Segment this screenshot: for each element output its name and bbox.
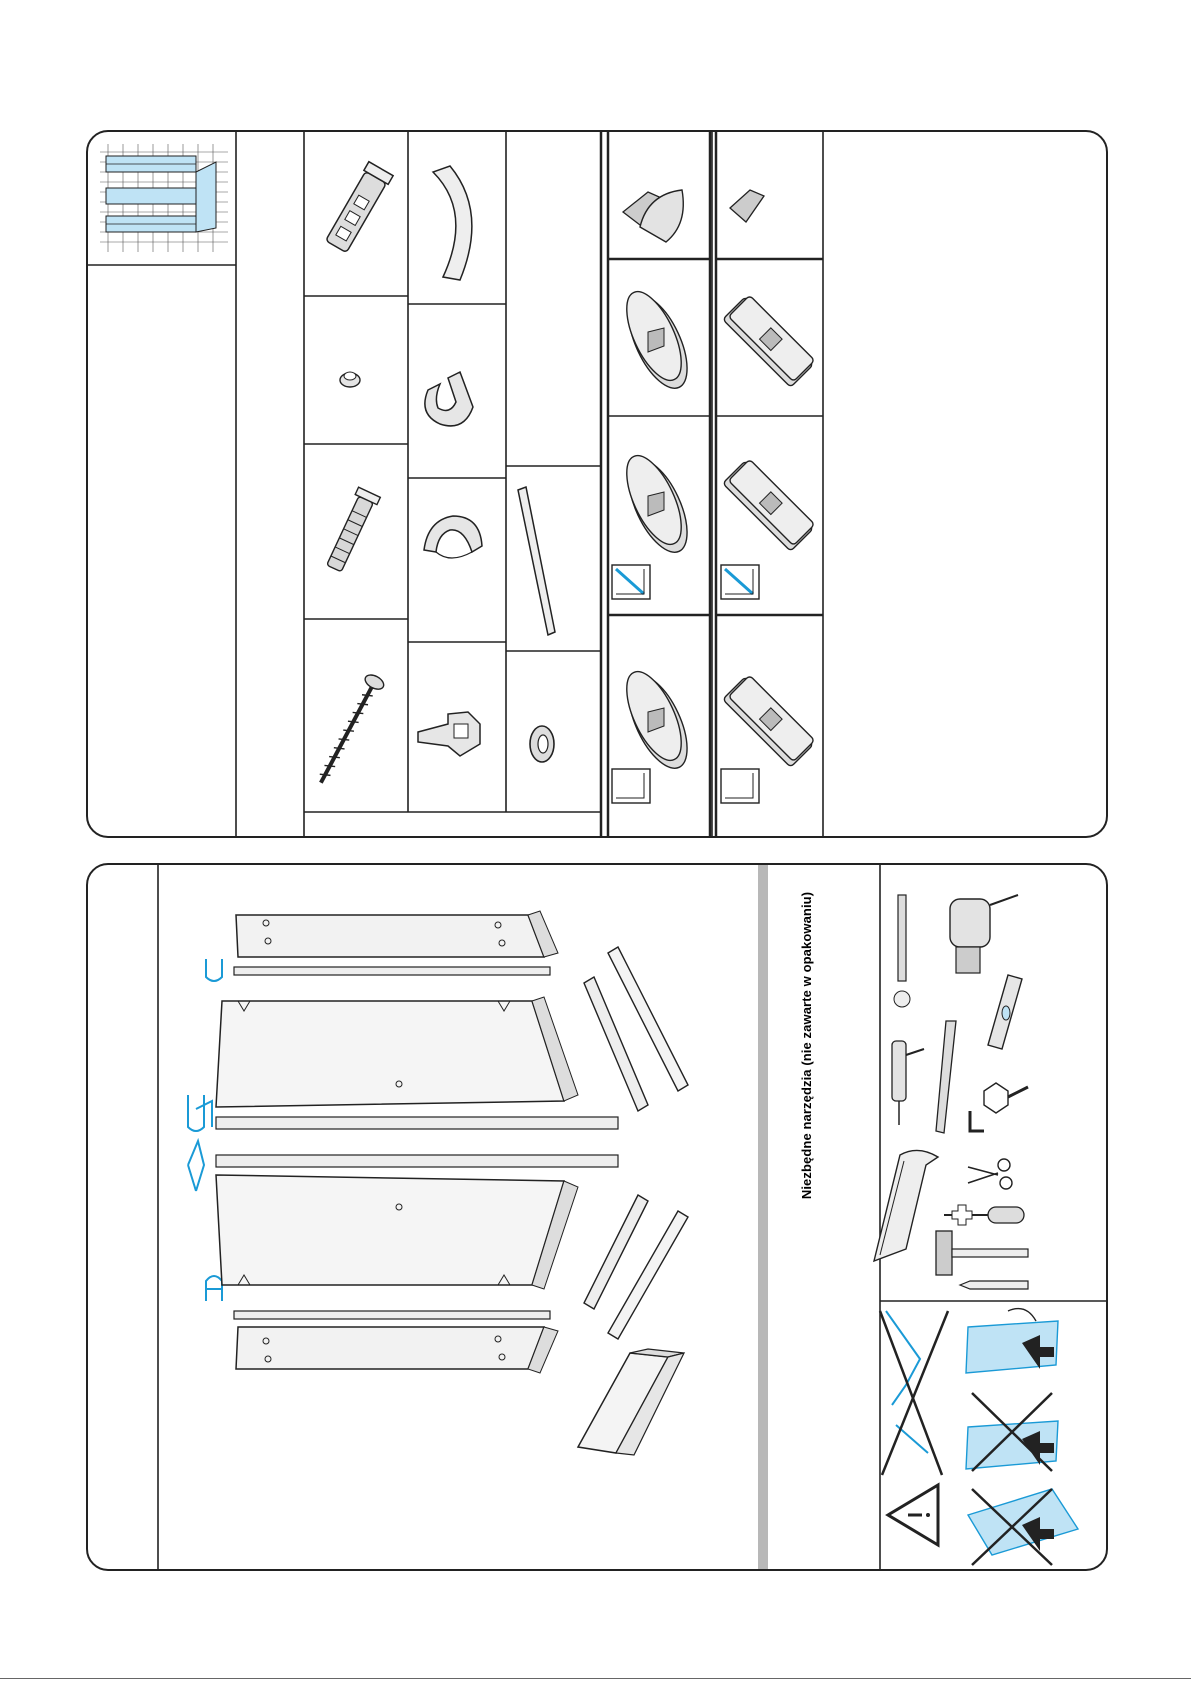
exploded-view-drawing	[88, 865, 1106, 1569]
u-profile-icon	[206, 959, 222, 981]
double-profile-icon	[188, 1095, 212, 1131]
corner-marker-blue	[721, 565, 759, 599]
sliding-door-lower	[216, 1175, 578, 1289]
door-stopper-icon	[418, 712, 480, 756]
glass-on-edge-icon	[966, 1309, 1058, 1373]
no-power-tools-icon	[880, 1311, 948, 1475]
glass-clamp-round-icon	[623, 190, 683, 242]
glass-clamp-square-icon	[730, 132, 780, 222]
warning-triangle-icon	[888, 1485, 938, 1545]
no-glass-on-screwdriver-icon	[966, 1393, 1058, 1471]
bottom-profile-lower	[234, 1311, 550, 1319]
phillips-screwdriver-icon	[944, 1205, 1024, 1225]
curved-clip-icon	[424, 516, 482, 558]
corner-marker-plain	[721, 769, 759, 803]
curved-profile-icon	[433, 166, 472, 280]
magnetic-profile-lower	[216, 1155, 618, 1167]
saw-blade-icon	[936, 1021, 956, 1133]
screw-icon	[312, 672, 386, 787]
spirit-level-icon	[988, 975, 1022, 1049]
corner-clip-icon	[425, 372, 473, 426]
tools-title: Niezbędne narzędzia (nie zawarte w opako…	[800, 891, 815, 1198]
washer-icon	[530, 726, 554, 762]
a-profile-icon	[206, 1276, 222, 1301]
fixed-glass-panel-bottom	[236, 1327, 558, 1373]
rect-hinge-icon	[723, 294, 816, 387]
wall-plug-icon	[323, 487, 380, 573]
bottom-profile-top	[234, 967, 550, 975]
corner-marker-plain	[612, 769, 650, 803]
pencil-icon	[960, 1281, 1028, 1289]
seal-strip-icon	[518, 487, 555, 635]
no-glass-on-corner-icon	[968, 1489, 1078, 1565]
round-hinge-icon	[616, 664, 699, 777]
silicone-gun-icon	[892, 1041, 924, 1125]
round-hinge-pin-icon	[616, 448, 699, 561]
screw-cap-icon	[340, 372, 360, 387]
hex-key-icon	[970, 1083, 1028, 1131]
drill-bit-icon	[894, 895, 910, 1007]
shower-tray-icon	[578, 1349, 684, 1455]
magnetic-profile-upper	[216, 1117, 618, 1129]
parts-list-grid	[88, 132, 1106, 836]
magnetic-profile-icon	[188, 1141, 204, 1191]
rect-hinge-pin-icon	[723, 458, 816, 551]
wall-bracket-icon	[324, 162, 393, 254]
round-hinge-icon	[616, 284, 699, 397]
hammer-icon	[936, 1231, 1028, 1275]
shower-enclosure-preview-icon	[100, 144, 228, 252]
rect-hinge-icon	[723, 674, 816, 767]
scissors-icon	[968, 1159, 1012, 1189]
fixed-glass-panel-top	[236, 911, 558, 957]
sliding-door-upper	[216, 997, 578, 1107]
drill-icon	[950, 895, 1018, 973]
hacksaw-icon	[874, 1150, 938, 1261]
corner-marker-blue	[612, 565, 650, 599]
tools-title-box: Niezbędne narzędzia (nie zawarte w opako…	[792, 895, 822, 1195]
assembly-panel: Niezbędne narzędzia (nie zawarte w opako…	[86, 863, 1108, 1571]
parts-list-panel	[86, 130, 1108, 838]
